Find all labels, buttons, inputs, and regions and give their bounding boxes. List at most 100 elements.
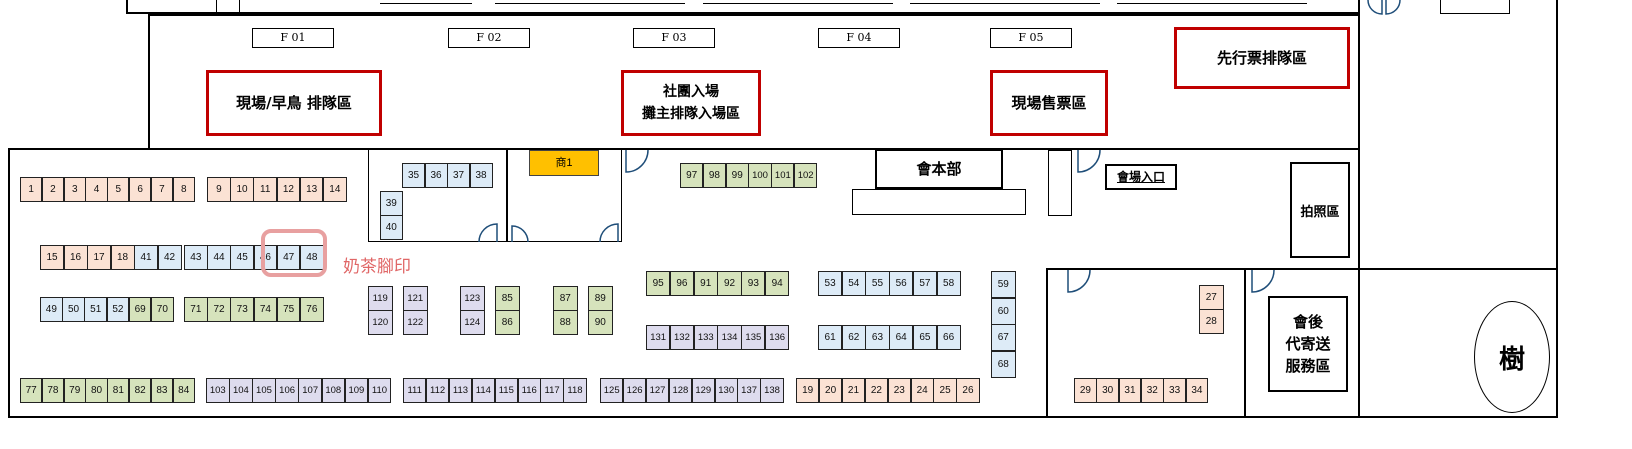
booth-45[interactable]: 45 xyxy=(230,245,255,270)
booth-49[interactable]: 49 xyxy=(40,297,63,322)
booth-41[interactable]: 41 xyxy=(134,245,158,270)
booth-53[interactable]: 53 xyxy=(818,271,843,296)
booth-40[interactable]: 40 xyxy=(380,215,403,240)
booth-36[interactable]: 36 xyxy=(424,163,448,188)
booth-123[interactable]: 123 xyxy=(460,286,485,311)
booth-135[interactable]: 135 xyxy=(741,325,766,350)
booth-79[interactable]: 79 xyxy=(63,378,86,403)
booth-6[interactable]: 6 xyxy=(129,177,152,202)
booth-90[interactable]: 90 xyxy=(588,310,613,335)
booth-34[interactable]: 34 xyxy=(1185,378,1209,403)
booth-98[interactable]: 98 xyxy=(702,163,727,188)
booth-87[interactable]: 87 xyxy=(553,286,578,311)
booth-47[interactable]: 47 xyxy=(276,245,301,270)
booth-56[interactable]: 56 xyxy=(889,271,914,296)
booth-101[interactable]: 101 xyxy=(771,163,795,188)
booth-99[interactable]: 99 xyxy=(725,163,749,188)
booth-108[interactable]: 108 xyxy=(321,378,346,403)
booth-126[interactable]: 126 xyxy=(622,378,647,403)
booth-94[interactable]: 94 xyxy=(765,271,790,296)
booth-10[interactable]: 10 xyxy=(230,177,254,202)
booth-19[interactable]: 19 xyxy=(796,378,820,403)
booth-85[interactable]: 85 xyxy=(495,286,520,311)
booth-64[interactable]: 64 xyxy=(889,325,914,350)
booth-16[interactable]: 16 xyxy=(63,245,88,270)
booth-3[interactable]: 3 xyxy=(63,177,86,202)
booth-39[interactable]: 39 xyxy=(380,191,403,216)
booth-102[interactable]: 102 xyxy=(794,163,818,188)
booth-95[interactable]: 95 xyxy=(646,271,671,296)
booth-58[interactable]: 58 xyxy=(936,271,961,296)
booth-66[interactable]: 66 xyxy=(936,325,961,350)
booth-11[interactable]: 11 xyxy=(253,177,278,202)
booth-51[interactable]: 51 xyxy=(84,297,108,322)
booth-127[interactable]: 127 xyxy=(645,378,670,403)
booth-15[interactable]: 15 xyxy=(40,245,64,270)
booth-60[interactable]: 60 xyxy=(991,297,1016,325)
booth-29[interactable]: 29 xyxy=(1074,378,1097,403)
booth-81[interactable]: 81 xyxy=(107,378,130,403)
booth-25[interactable]: 25 xyxy=(933,378,957,403)
booth-23[interactable]: 23 xyxy=(887,378,911,403)
booth-86[interactable]: 86 xyxy=(495,310,520,335)
booth-65[interactable]: 65 xyxy=(912,325,937,350)
booth-54[interactable]: 54 xyxy=(841,271,866,296)
booth-107[interactable]: 107 xyxy=(298,378,322,403)
booth-35[interactable]: 35 xyxy=(402,163,425,188)
booth-109[interactable]: 109 xyxy=(344,378,369,403)
booth-43[interactable]: 43 xyxy=(184,245,208,270)
booth-138[interactable]: 138 xyxy=(760,378,784,403)
booth-89[interactable]: 89 xyxy=(588,286,613,311)
booth-55[interactable]: 55 xyxy=(865,271,890,296)
booth-77[interactable]: 77 xyxy=(20,378,43,403)
booth-67[interactable]: 67 xyxy=(991,324,1016,351)
booth-118[interactable]: 118 xyxy=(563,378,587,403)
booth-114[interactable]: 114 xyxy=(471,378,496,403)
booth-100[interactable]: 100 xyxy=(748,163,772,188)
booth-128[interactable]: 128 xyxy=(668,378,693,403)
booth-105[interactable]: 105 xyxy=(252,378,276,403)
booth-22[interactable]: 22 xyxy=(864,378,889,403)
booth-83[interactable]: 83 xyxy=(150,378,174,403)
booth-104[interactable]: 104 xyxy=(229,378,253,403)
booth-13[interactable]: 13 xyxy=(299,177,324,202)
booth-130[interactable]: 130 xyxy=(714,378,738,403)
booth-74[interactable]: 74 xyxy=(253,297,278,322)
booth-122[interactable]: 122 xyxy=(403,310,428,335)
booth-20[interactable]: 20 xyxy=(818,378,843,403)
booth-92[interactable]: 92 xyxy=(717,271,742,296)
booth-78[interactable]: 78 xyxy=(41,378,65,403)
booth-84[interactable]: 84 xyxy=(172,378,195,403)
booth-125[interactable]: 125 xyxy=(600,378,624,403)
booth-5[interactable]: 5 xyxy=(107,177,130,202)
booth-1[interactable]: 1 xyxy=(20,177,43,202)
booth-14[interactable]: 14 xyxy=(323,177,347,202)
booth-82[interactable]: 82 xyxy=(129,378,152,403)
booth-131[interactable]: 131 xyxy=(646,325,671,350)
booth-70[interactable]: 70 xyxy=(151,297,174,322)
booth-72[interactable]: 72 xyxy=(207,297,231,322)
booth-62[interactable]: 62 xyxy=(841,325,866,350)
booth-57[interactable]: 57 xyxy=(912,271,937,296)
booth-97[interactable]: 97 xyxy=(680,163,704,188)
booth-42[interactable]: 42 xyxy=(157,245,182,270)
booth-21[interactable]: 21 xyxy=(841,378,866,403)
booth-124[interactable]: 124 xyxy=(460,310,485,335)
booth-119[interactable]: 119 xyxy=(368,286,393,311)
booth-113[interactable]: 113 xyxy=(448,378,473,403)
booth-88[interactable]: 88 xyxy=(553,310,578,335)
booth-76[interactable]: 76 xyxy=(300,297,324,322)
booth-33[interactable]: 33 xyxy=(1163,378,1186,403)
booth-134[interactable]: 134 xyxy=(717,325,742,350)
booth-121[interactable]: 121 xyxy=(403,286,428,311)
booth-28[interactable]: 28 xyxy=(1199,309,1224,334)
booth-24[interactable]: 24 xyxy=(910,378,934,403)
booth-73[interactable]: 73 xyxy=(230,297,255,322)
booth-120[interactable]: 120 xyxy=(368,310,393,335)
booth-80[interactable]: 80 xyxy=(85,378,108,403)
booth-115[interactable]: 115 xyxy=(494,378,518,403)
booth-37[interactable]: 37 xyxy=(447,163,470,188)
booth-93[interactable]: 93 xyxy=(741,271,766,296)
booth-59[interactable]: 59 xyxy=(991,271,1016,298)
booth-7[interactable]: 7 xyxy=(150,177,174,202)
